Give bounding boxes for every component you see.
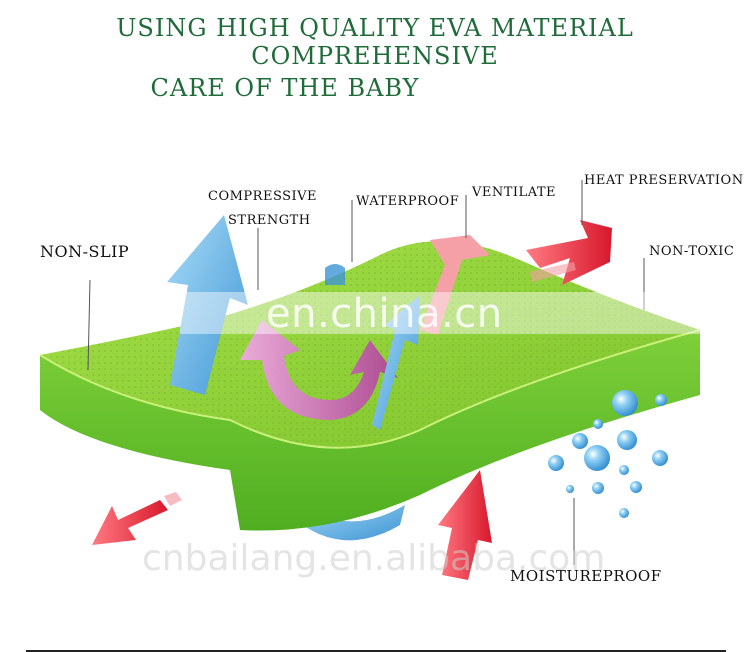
blue-up-arrow-left bbox=[167, 215, 248, 395]
pink-ventilate-arrow bbox=[420, 235, 490, 335]
red-heat-arrow bbox=[526, 220, 612, 285]
bubble bbox=[617, 430, 637, 450]
watermark-center: en.china.cn bbox=[266, 291, 503, 337]
watermark-band bbox=[180, 292, 700, 334]
bubble bbox=[593, 419, 603, 429]
bubble bbox=[592, 482, 604, 494]
moisture-bubbles bbox=[548, 390, 668, 518]
label-waterproof: WATERPROOF bbox=[356, 194, 460, 209]
red-moisture-arrow bbox=[438, 470, 492, 580]
bubble bbox=[566, 485, 574, 493]
bubble bbox=[612, 390, 638, 416]
bubble bbox=[630, 481, 642, 493]
label-moistureproof: MOISTUREPROOF bbox=[510, 567, 662, 585]
main-title-line-2: CARE OF THE BABY bbox=[150, 74, 420, 102]
blue-waterproof-arrow bbox=[372, 295, 420, 430]
red-left-arrow bbox=[92, 500, 168, 545]
label-compressive-line-1: COMPRESSIVE bbox=[208, 189, 318, 204]
bubble bbox=[655, 394, 667, 406]
main-title-line-1: USING HIGH QUALITY EVA MATERIAL COMPREHE… bbox=[116, 14, 634, 70]
bubble bbox=[584, 445, 610, 471]
under-blue-arrow bbox=[290, 500, 405, 541]
bubble bbox=[619, 465, 629, 475]
bubble bbox=[572, 433, 588, 449]
bubble bbox=[652, 450, 668, 466]
label-compressive-line-2: STRENGTH bbox=[228, 213, 311, 228]
label-non-slip: NON-SLIP bbox=[40, 242, 130, 261]
bubble bbox=[619, 508, 629, 518]
pink-curved-arrow bbox=[240, 320, 398, 420]
label-ventilate: VENTILATE bbox=[472, 185, 557, 200]
label-heat-preservation: HEAT PRESERVATION bbox=[584, 173, 744, 188]
bottom-divider bbox=[26, 650, 726, 652]
bubble bbox=[548, 455, 564, 471]
pointer-non-slip bbox=[87, 279, 91, 371]
watermark-bottom: cnbailang.en.alibaba.com bbox=[142, 538, 606, 579]
label-non-toxic: NON-TOXIC bbox=[649, 244, 735, 259]
